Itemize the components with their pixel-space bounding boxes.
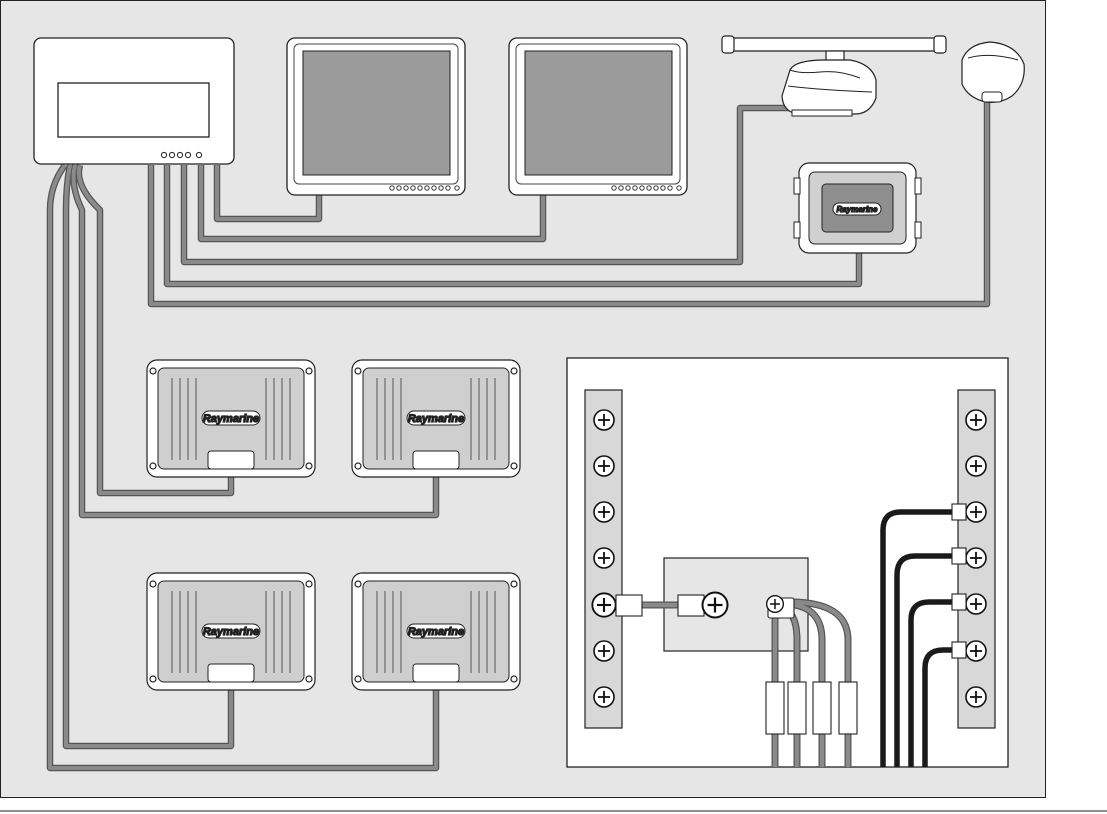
black-box-module-icon: Raymarine [352, 573, 520, 690]
screw-terminal-icon [966, 502, 986, 522]
fuse-holder [788, 682, 806, 734]
screw-terminal-icon [594, 641, 614, 661]
screw-terminal-icon [966, 687, 986, 707]
sonar-module-icon: Raymarine [794, 163, 921, 253]
screw-terminal-icon [594, 687, 614, 707]
network-switch-icon [34, 38, 234, 164]
screw-terminal-icon [966, 456, 986, 476]
fuse-holder [766, 682, 784, 734]
multifunction-display-icon [509, 38, 687, 195]
sonar-brand-label: Raymarine [837, 205, 878, 214]
screw-terminal-icon [767, 596, 784, 613]
screw-terminal-icon [594, 502, 614, 522]
power-distribution-icon [567, 358, 1008, 767]
black-box-module-icon: Raymarine [147, 573, 315, 690]
screw-terminal-icon [966, 641, 986, 661]
module-brand-label: Raymarine [408, 626, 464, 638]
fuse-holder [813, 682, 831, 734]
module-brand-label: Raymarine [408, 413, 464, 425]
screw-terminal-icon [594, 410, 614, 430]
display-screen [525, 51, 672, 175]
screw-terminal-icon [703, 593, 728, 618]
display-screen [303, 51, 450, 175]
screw-terminal-icon [594, 456, 614, 476]
black-box-module-icon: Raymarine [147, 360, 315, 477]
multifunction-display-icon [287, 38, 465, 195]
fuse-holder [839, 682, 857, 734]
screw-terminal-icon [966, 410, 986, 430]
gps-antenna-icon [962, 42, 1024, 102]
screw-terminal-icon [966, 594, 986, 614]
module-brand-label: Raymarine [203, 413, 259, 425]
black-box-module-icon: Raymarine [352, 360, 520, 477]
module-brand-label: Raymarine [203, 626, 259, 638]
radar-array-bar [724, 38, 944, 51]
screw-terminal-icon [592, 593, 615, 616]
switch-display-window [58, 83, 209, 137]
screw-terminal-icon [594, 548, 614, 568]
screw-terminal-icon [966, 548, 986, 568]
